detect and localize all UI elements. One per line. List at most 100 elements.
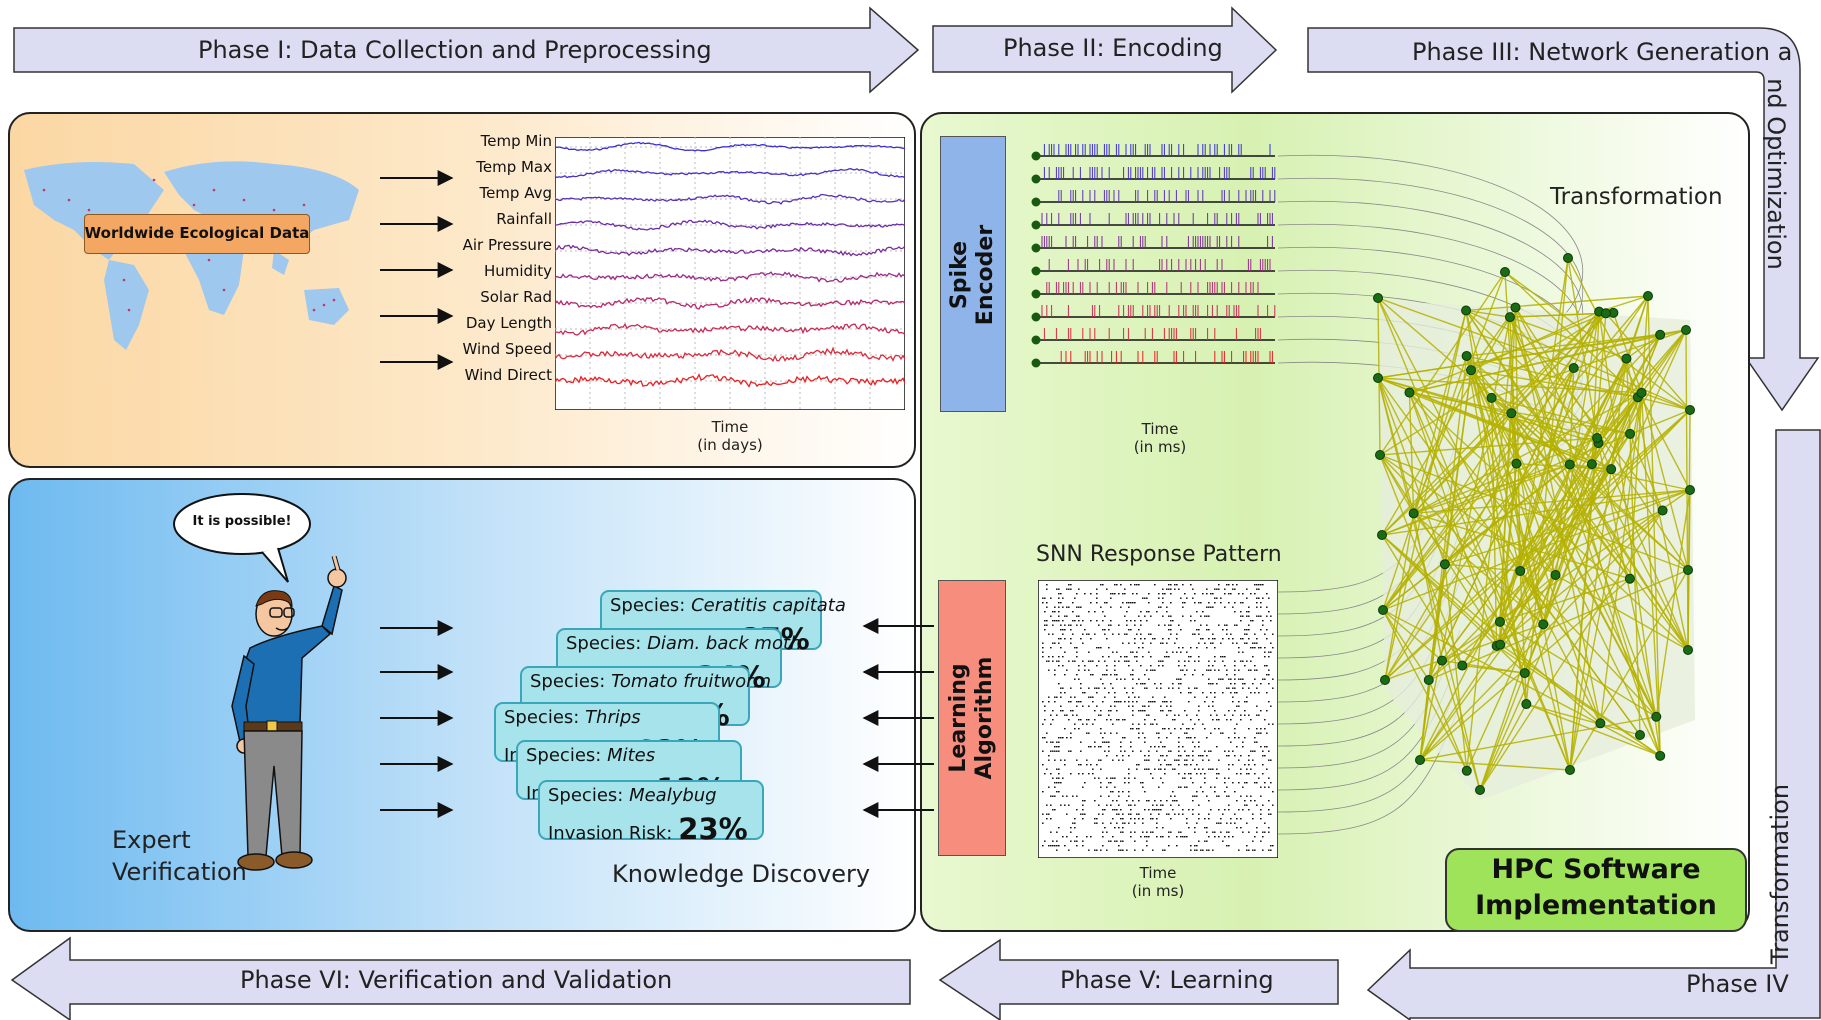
raster-dot (1252, 642, 1254, 644)
network-edge (1377, 334, 1661, 379)
raster-dot (1190, 719, 1192, 721)
network-edge (1519, 509, 1663, 572)
raster-dot (1070, 584, 1072, 586)
raster-dot (1076, 705, 1078, 707)
raster-dot (1214, 836, 1216, 838)
raster-dot (1190, 620, 1192, 622)
raster-dot (1182, 746, 1184, 748)
raster-dot (1046, 584, 1048, 586)
raster-dot (1080, 764, 1082, 766)
network-node (1683, 565, 1693, 575)
raster-dot (1084, 692, 1086, 694)
raster-dot (1094, 822, 1096, 824)
network-edge (1419, 759, 1571, 771)
raster-dot (1166, 755, 1168, 757)
raster-dot (1248, 773, 1250, 775)
raster-dot (1270, 615, 1272, 617)
raster-dot (1240, 818, 1242, 820)
raster-dot (1044, 773, 1046, 775)
raster-dot (1192, 674, 1194, 676)
raster-dot (1184, 836, 1186, 838)
raster-dot (1070, 638, 1072, 640)
raster-dot (1212, 606, 1214, 608)
raster-dot (1056, 741, 1058, 743)
raster-dot (1188, 809, 1190, 811)
raster-dot (1234, 611, 1236, 613)
raster-dot (1220, 642, 1222, 644)
raster-dot (1228, 678, 1230, 680)
raster-dot (1058, 768, 1060, 770)
raster-dot (1098, 759, 1100, 761)
network-edge (1519, 570, 1641, 736)
raster-dot (1256, 732, 1258, 734)
raster-dot (1184, 750, 1186, 752)
raster-dot (1076, 651, 1078, 653)
raster-dot (1094, 710, 1096, 712)
network-edge (1510, 413, 1544, 625)
raster-dot (1156, 750, 1158, 752)
raster-dot (1118, 791, 1120, 793)
raster-dot (1124, 782, 1126, 784)
raster-dot (1048, 813, 1050, 815)
network-edge (1379, 454, 1501, 645)
raster-dot (1124, 701, 1126, 703)
network-node (1375, 450, 1385, 460)
raster-dot (1236, 584, 1238, 586)
raster-dot (1098, 746, 1100, 748)
raster-dot (1158, 593, 1160, 595)
raster-dot (1208, 683, 1210, 685)
raster-dot (1044, 705, 1046, 707)
raster-dot (1252, 813, 1254, 815)
raster-dot (1260, 584, 1262, 586)
raster-dot (1198, 813, 1200, 815)
raster-dot (1198, 755, 1200, 757)
raster-dot (1088, 660, 1090, 662)
network-node (1377, 530, 1387, 540)
raster-dot (1092, 701, 1094, 703)
raster-dot (1242, 786, 1244, 788)
raster-dot (1212, 638, 1214, 640)
raster-dot (1096, 822, 1098, 824)
raster-dot (1226, 719, 1228, 721)
raster-dot (1054, 606, 1056, 608)
network-edge (1428, 679, 1468, 772)
raster-dot (1060, 593, 1062, 595)
raster-dot (1234, 813, 1236, 815)
raster-dot (1058, 845, 1060, 847)
network-edge (1428, 569, 1689, 681)
raster-dot (1164, 593, 1166, 595)
raster-dot (1240, 602, 1242, 604)
raster-dot (1072, 602, 1074, 604)
spike-input-node (1031, 243, 1041, 253)
raster-dot (1254, 633, 1256, 635)
raster-dot (1184, 674, 1186, 676)
raster-dot (1086, 732, 1088, 734)
raster-dot (1052, 642, 1054, 644)
raster-dot (1064, 638, 1066, 640)
raster-dot (1214, 588, 1216, 590)
raster-dot (1216, 768, 1218, 770)
raster-dot (1132, 714, 1134, 716)
raster-dot (1146, 800, 1148, 802)
raster-dot (1242, 678, 1244, 680)
network-edge (1465, 355, 1544, 625)
raster-dot (1144, 705, 1146, 707)
raster-dot (1250, 647, 1252, 649)
raster-dot (1216, 777, 1218, 779)
raster-dot (1068, 750, 1070, 752)
raster-dot (1144, 755, 1146, 757)
raster-dot (1236, 705, 1238, 707)
raster-dot (1162, 804, 1164, 806)
raster-dot (1046, 732, 1048, 734)
raster-dot (1086, 723, 1088, 725)
network-edge (1599, 392, 1643, 724)
raster-dot (1082, 804, 1084, 806)
raster-dot (1052, 611, 1054, 613)
raster-dot (1162, 827, 1164, 829)
raster-dot (1238, 782, 1240, 784)
raster-dot (1140, 665, 1142, 667)
raster-dot (1100, 584, 1102, 586)
raster-dot (1102, 584, 1104, 586)
variable-label: Temp Avg (479, 184, 552, 202)
raster-dot (1084, 665, 1086, 667)
